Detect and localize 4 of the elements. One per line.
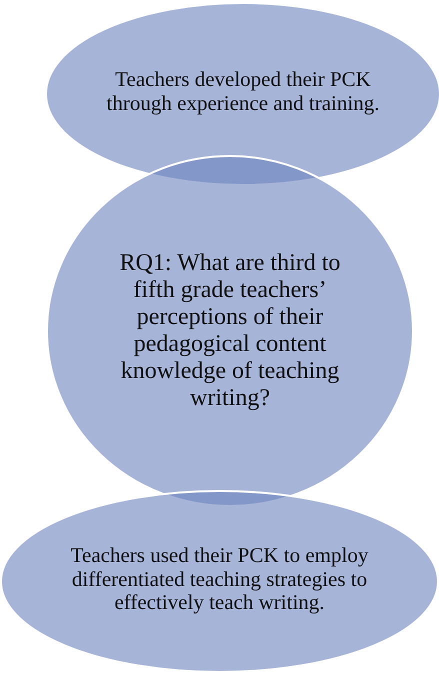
node-text: Teachers developed their PCK through experience and training. bbox=[106, 68, 380, 116]
node-text: Teachers used their PCK to employ differentiated teaching strategies to effectively teach writing. bbox=[70, 544, 370, 615]
ellipse-node bbox=[0, 490, 439, 673]
node-text: RQ1: What are third to fifth grade teachers’ perceptions of their pedagogical content knowledge of teaching writing? bbox=[118, 250, 342, 412]
